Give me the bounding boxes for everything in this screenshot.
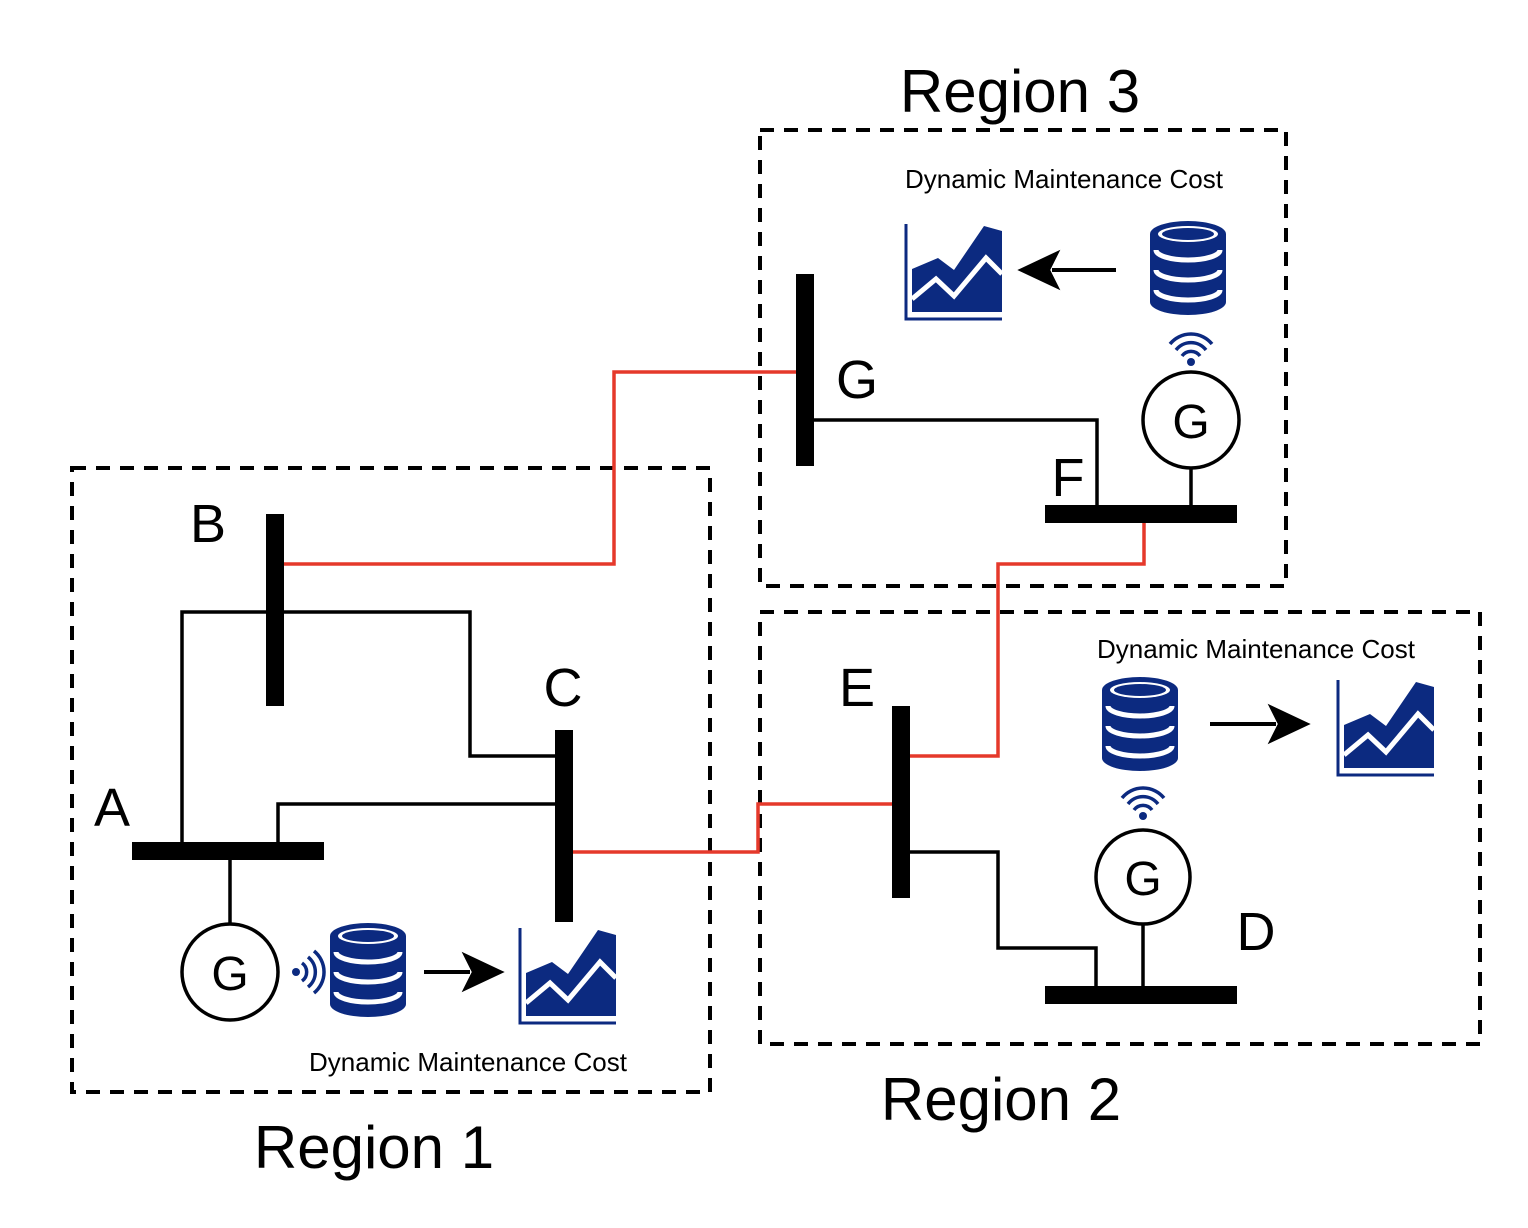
bus-e: [892, 706, 910, 898]
cost-label-region-1: Dynamic Maintenance Cost: [309, 1047, 628, 1077]
bus-label-d: D: [1237, 902, 1276, 962]
tie-line-e-f: [904, 516, 1146, 758]
region-1-box: [70, 466, 712, 1094]
tie-line-b-g: [280, 370, 808, 566]
generator-region-1: [180, 922, 280, 1022]
bus-c: [555, 730, 573, 922]
line-g-f: [812, 418, 1099, 506]
bus-label-c: C: [544, 658, 583, 718]
tie-line-c-e: [568, 802, 902, 854]
generator-region-2: [1094, 828, 1192, 926]
database-icon: [1102, 677, 1178, 771]
area-chart-icon: [906, 224, 1002, 319]
bus-a: [132, 842, 324, 860]
region-3-box: [758, 128, 1288, 588]
bus-b: [266, 514, 284, 706]
arrow-right-icon: [424, 951, 505, 993]
generator-label-region-1: G: [211, 948, 248, 1001]
bus-label-g: G: [836, 350, 878, 410]
arrow-right-icon: [1210, 703, 1311, 745]
database-icon: [330, 923, 406, 1017]
wifi-signal-icon: [1168, 332, 1214, 368]
wifi-signal-icon: [1120, 786, 1166, 822]
cost-label-region-3: Dynamic Maintenance Cost: [905, 164, 1224, 194]
region-1-label: Region 1: [254, 1114, 494, 1181]
cost-label-region-2: Dynamic Maintenance Cost: [1097, 634, 1416, 664]
line-a-c: [276, 802, 556, 842]
bus-d: [1045, 986, 1237, 1004]
generator-label-region-3: G: [1172, 396, 1209, 449]
bus-label-f: F: [1052, 448, 1085, 508]
region-3-label: Region 3: [900, 58, 1140, 125]
bus-g: [796, 274, 814, 466]
wifi-signal-icon: [290, 949, 326, 995]
bus-f: [1045, 505, 1237, 523]
generator-label-region-2: G: [1124, 853, 1161, 906]
line-e-d: [908, 850, 1098, 986]
region-2-label: Region 2: [881, 1066, 1121, 1133]
region-2-box: [758, 610, 1482, 1046]
area-chart-icon: [1338, 680, 1434, 775]
bus-label-b: B: [190, 494, 226, 554]
area-chart-icon: [520, 928, 616, 1023]
bus-label-e: E: [839, 658, 875, 718]
generator-region-3: [1141, 370, 1241, 470]
line-a-b-c: [180, 610, 556, 842]
database-icon: [1150, 221, 1226, 315]
arrow-left-icon: [1017, 249, 1116, 291]
bus-label-a: A: [94, 778, 130, 838]
